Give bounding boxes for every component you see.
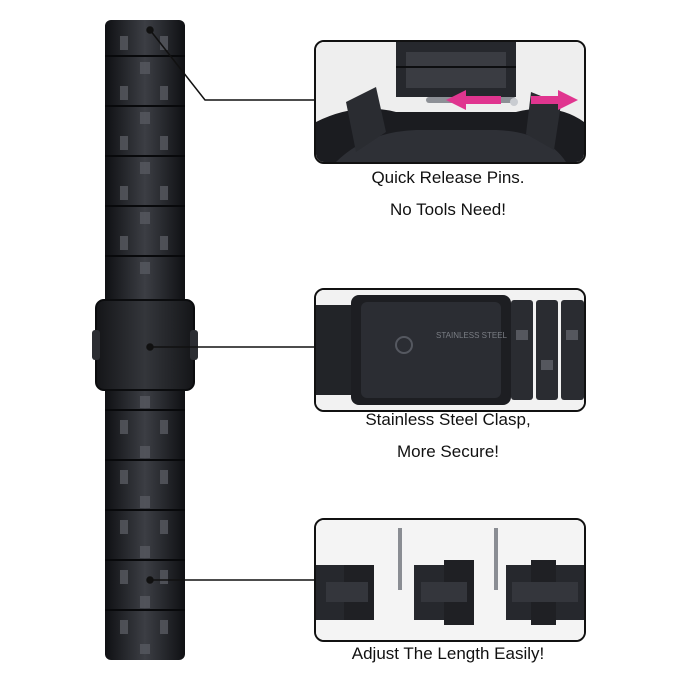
panel-clasp: STAINLESS STEEL	[314, 288, 586, 412]
clasp-closeup: STAINLESS STEEL	[316, 290, 584, 410]
panel-quick-release	[314, 40, 586, 164]
caption-line: Adjust The Length Easily!	[351, 644, 545, 663]
caption-quick-release: Quick Release Pins. No Tools Need!	[308, 162, 588, 226]
caption-line: More Secure!	[396, 442, 500, 461]
band-clasp	[95, 299, 195, 391]
quick-release-closeup	[316, 42, 584, 162]
panel-adjust	[314, 518, 586, 642]
caption-clasp: Stainless Steel Clasp, More Secure!	[308, 404, 588, 468]
caption-line: Quick Release Pins.	[371, 168, 525, 187]
links-closeup	[316, 520, 584, 640]
clasp-engraving-text: STAINLESS STEEL	[436, 331, 508, 340]
caption-line: No Tools Need!	[390, 200, 506, 219]
band-links-bottom	[120, 396, 168, 654]
pin-release-arrows	[446, 90, 578, 110]
caption-line: Stainless Steel Clasp,	[365, 410, 531, 429]
caption-adjust: Adjust The Length Easily!	[308, 638, 588, 670]
